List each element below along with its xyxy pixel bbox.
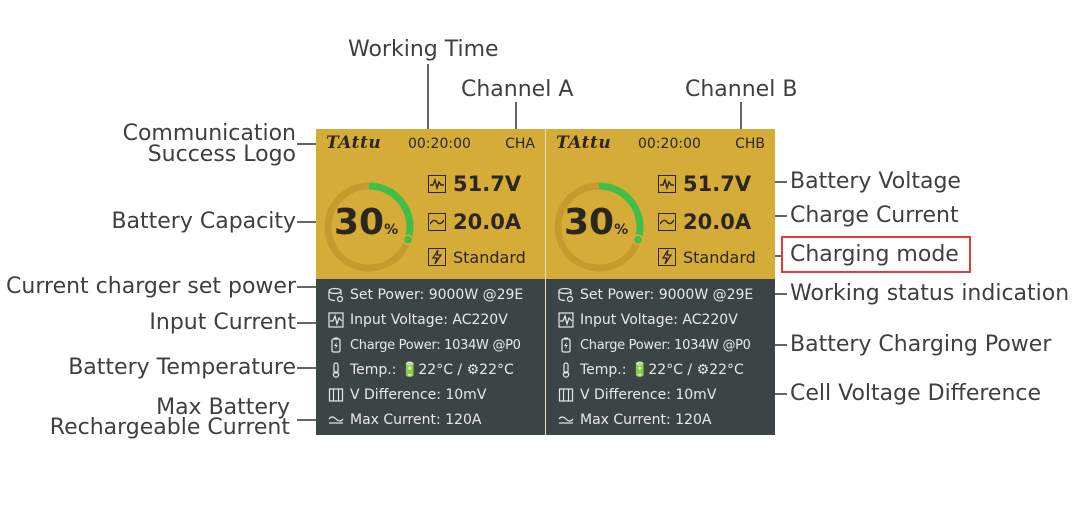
lightning-icon [658,248,676,266]
battery-charging-icon [328,337,344,353]
comm-logo-label-1: Communication [122,121,296,146]
info-panel: Set Power: 9000W @29E Input Voltage: AC2… [546,279,775,435]
battery-charging-power-label: Battery Charging Power [790,332,1052,357]
set-power-row: Set Power: 9000W @29E [558,284,753,306]
max-current-row: Max Current: 120A [558,409,711,431]
capacity-ring [554,182,644,272]
current-row: 20.0A [428,209,521,235]
mode-row: Standard [428,244,526,270]
battery-charging-icon [558,337,574,353]
capacity-arc [598,182,644,241]
lightning-icon [428,248,446,266]
capacity-value: 30% [334,202,399,243]
capacity-value: 30% [564,202,629,243]
battery-voltage-value: 51.7V [683,172,752,196]
battery-temperature-label: Battery Temperature [68,355,296,380]
waveform-icon [428,175,446,193]
charging-mode-label: Charging mode [790,242,959,267]
charging-mode-value: Standard [453,247,526,267]
screen-header: TAttu 00:20:00 CHA [316,129,545,159]
thermometer-icon [558,362,574,378]
channel-a-label: Channel A [461,77,574,102]
capacity-arc [368,182,414,241]
tattu-logo: TAttu [556,133,612,153]
charge-current-value: 20.0A [453,210,522,234]
charger-temp-icon: ⚙ [466,362,480,378]
set-power-label: Current charger set power [6,274,296,299]
battery-capacity-label: Battery Capacity [111,209,296,234]
comm-logo-label-2: Success Logo [147,142,296,167]
capacity-arc-end [632,234,644,245]
charge-power-row: Charge Power: 1034W @P0 [558,334,751,356]
input-voltage-row: Input Voltage: AC220V [558,309,738,331]
temperature-row: Temp.: 🔋22°C / ⚙22°C [558,359,744,381]
channel-divider [545,129,546,435]
working-time-value: 00:20:00 [638,136,701,152]
v-difference-row: V Difference: 10mV [558,384,716,406]
charge-current-value: 20.0A [683,210,752,234]
battery-temp-icon: 🔋 [400,362,419,378]
channel-b-label: Channel B [685,77,798,102]
waveform-icon [558,312,574,328]
channel-name: CHB [735,136,765,152]
waveform-icon [658,175,676,193]
info-panel: Set Power: 9000W @29E Input Voltage: AC2… [316,279,545,435]
current-wave-icon [658,213,676,231]
battery-status-panel: 30% 51.7V 20.0A Standard [316,159,545,279]
database-settings-icon [558,287,574,303]
charging-mode-value: Standard [683,247,756,267]
cells-icon [558,387,574,403]
max-current-row: Max Current: 120A [328,409,481,431]
input-current-label: Input Current [149,310,296,335]
max-rech-label-2: Rechargeable Current [49,415,290,440]
current-row: 20.0A [658,209,751,235]
channel-name: CHA [505,136,535,152]
channel-b-screen: TAttu 00:20:00 CHB 30% 51.7V 20.0A Stand… [546,129,775,435]
capacity-ring [324,182,414,272]
database-settings-icon [328,287,344,303]
mode-row: Standard [658,244,756,270]
v-difference-row: V Difference: 10mV [328,384,486,406]
working-time-value: 00:20:00 [408,136,471,152]
thermometer-icon [328,362,344,378]
input-voltage-row: Input Voltage: AC220V [328,309,508,331]
temperature-row: Temp.: 🔋22°C / ⚙22°C [328,359,514,381]
cell-voltage-difference-label: Cell Voltage Difference [790,381,1042,406]
battery-voltage-value: 51.7V [453,172,522,196]
set-power-row: Set Power: 9000W @29E [328,284,523,306]
current-wave-icon [428,213,446,231]
screen-header: TAttu 00:20:00 CHB [546,129,775,159]
battery-voltage-label: Battery Voltage [790,169,961,194]
charge-current-label: Charge Current [790,203,959,228]
current-limit-icon [558,412,574,428]
cells-icon [328,387,344,403]
battery-status-panel: 30% 51.7V 20.0A Standard [546,159,775,279]
voltage-row: 51.7V [428,171,521,197]
tattu-logo: TAttu [326,133,382,153]
current-limit-icon [328,412,344,428]
channel-a-screen: TAttu 00:20:00 CHA 30% 51.7V 20.0A Stand… [316,129,545,435]
voltage-row: 51.7V [658,171,751,197]
battery-temp-icon: 🔋 [630,362,649,378]
capacity-arc-end [402,234,414,245]
charger-temp-icon: ⚙ [696,362,710,378]
waveform-icon [328,312,344,328]
working-status-label: Working status indication [790,281,1070,306]
working-time-label: Working Time [348,37,499,62]
max-rech-label-1: Max Battery [156,395,290,420]
charge-power-row: Charge Power: 1034W @P0 [328,334,521,356]
charging-mode-highlight [781,236,971,273]
